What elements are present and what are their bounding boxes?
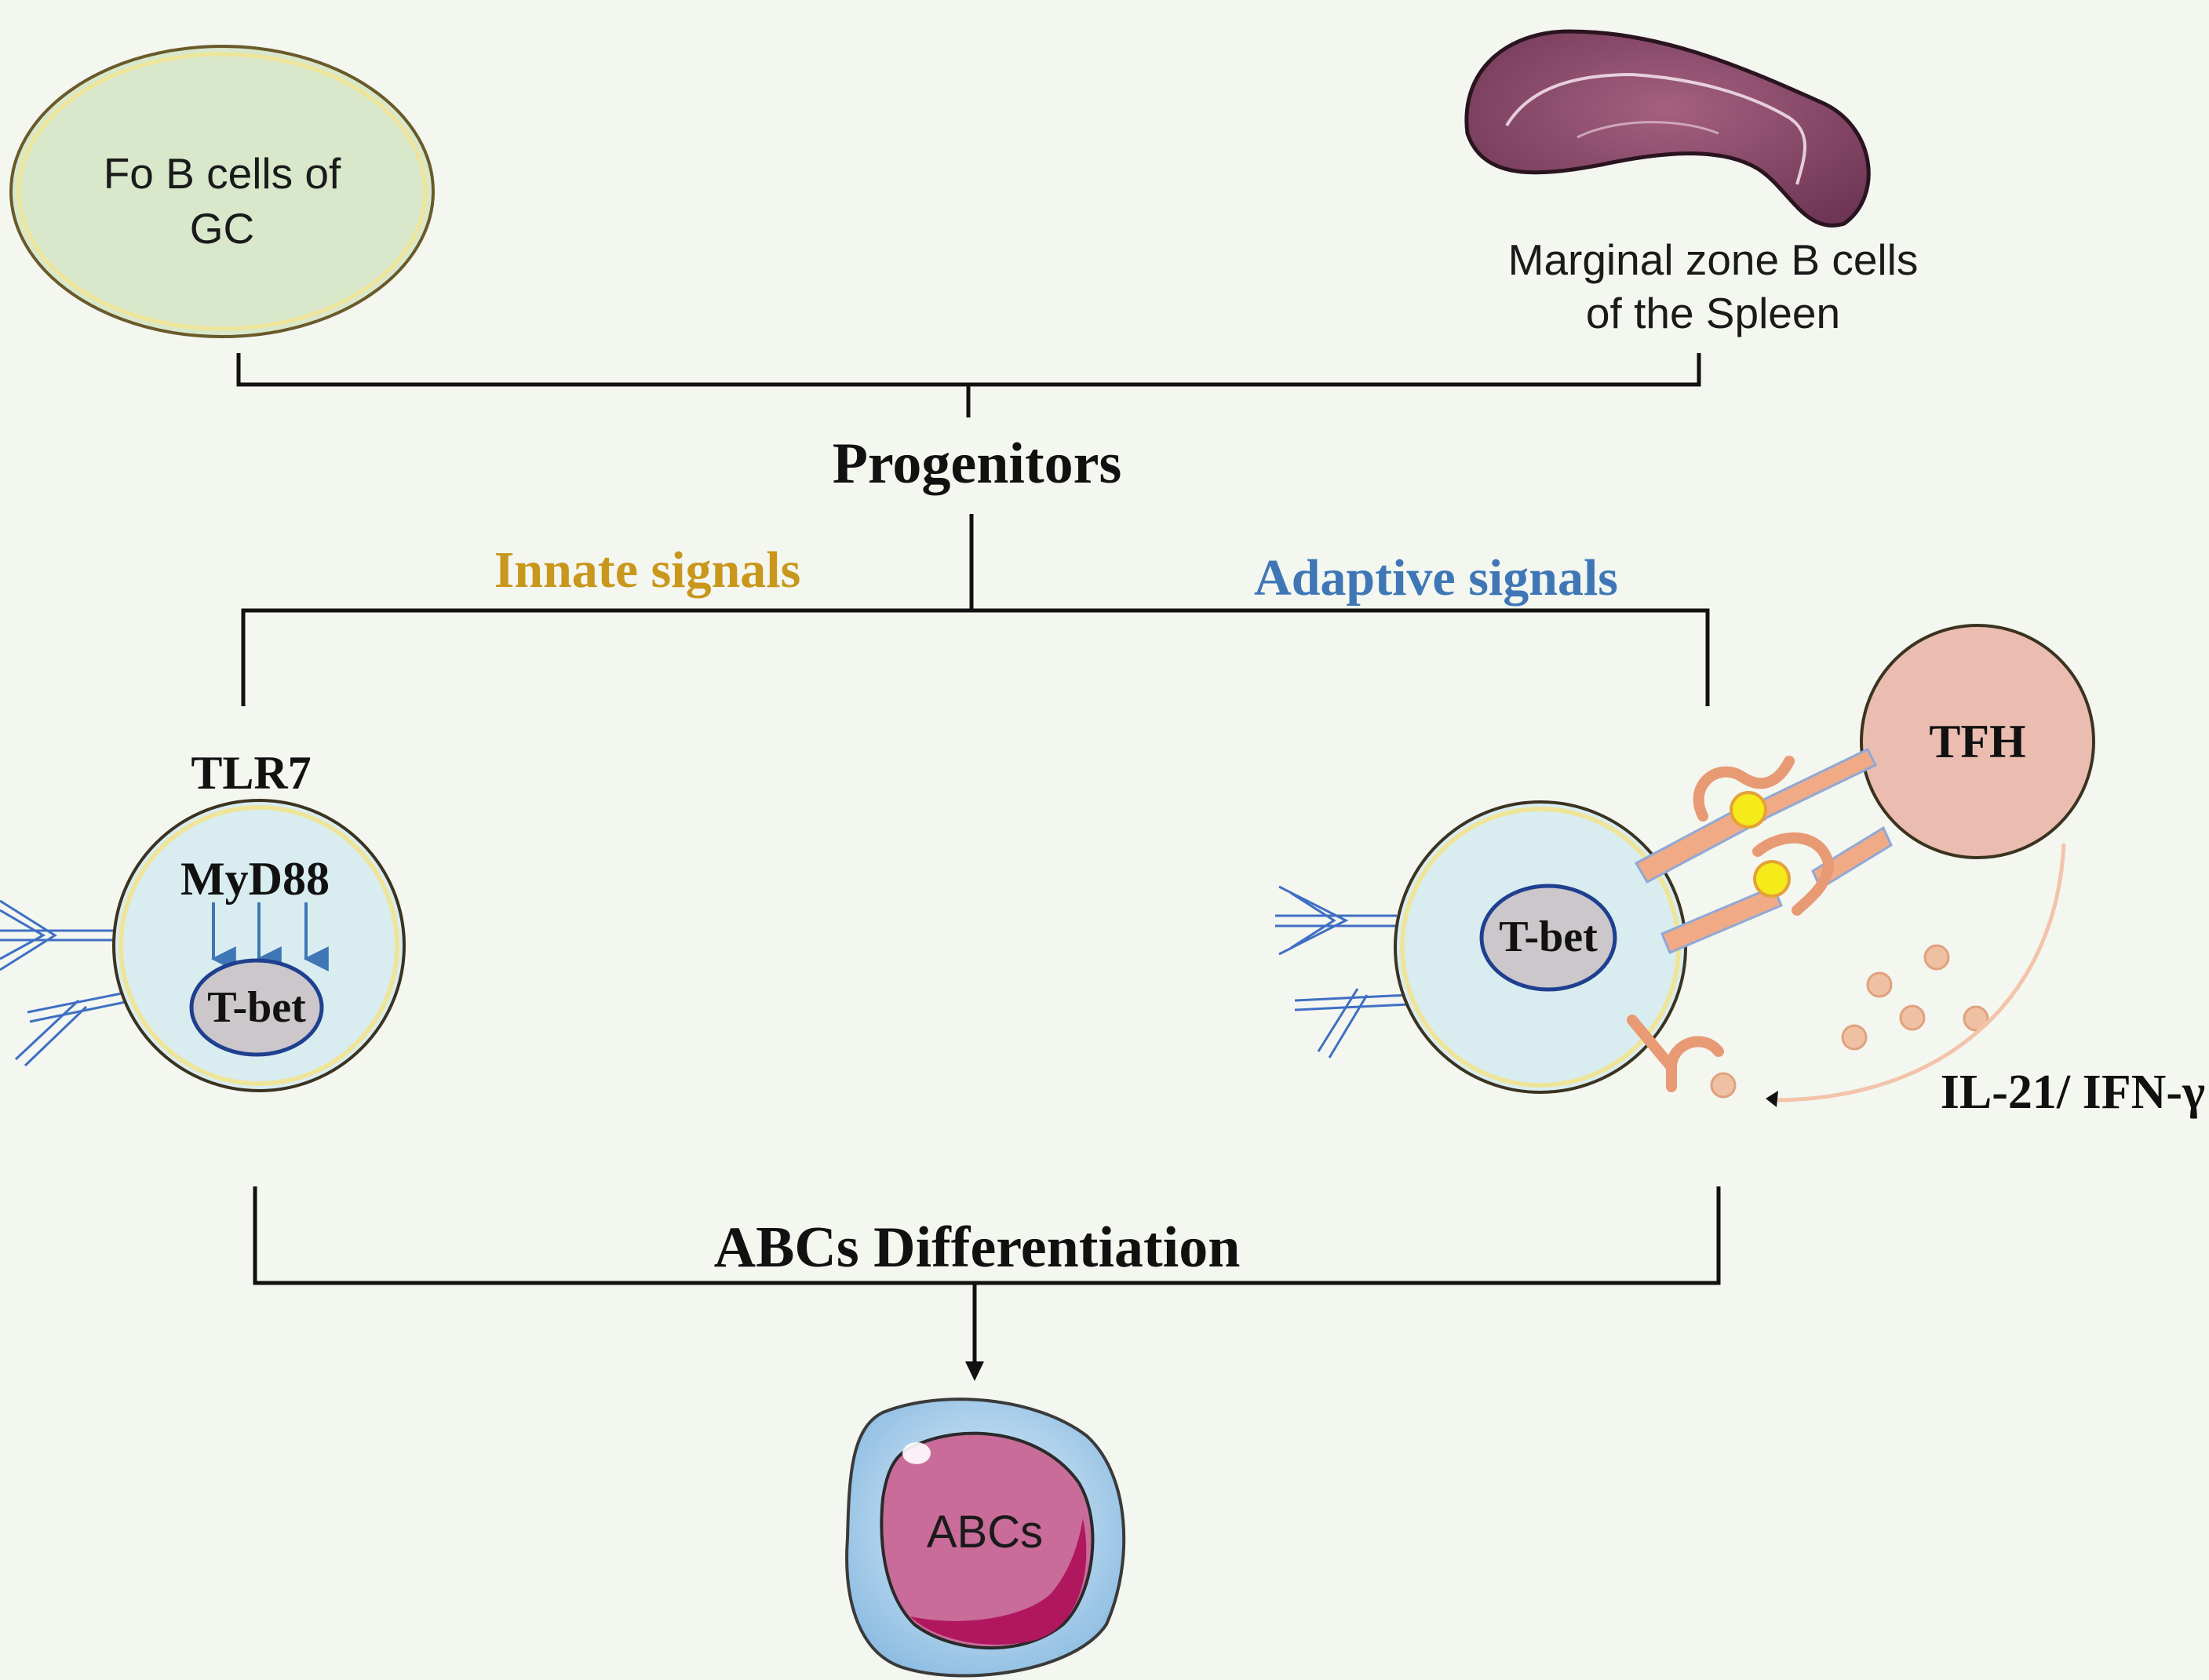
progenitor-bracket: [236, 353, 1701, 417]
tlr7-label: TLR7: [191, 747, 311, 799]
antibody-receptor-left: [0, 899, 126, 1067]
fo-b-cell-label-line1: Fo B cells of: [104, 149, 341, 198]
receptor-ligand-pairs: [1627, 748, 1893, 1092]
differentiation-bracket: [253, 1186, 1721, 1364]
ligand-dot-lower: [1753, 860, 1791, 898]
fo-b-cell: Fo B cells of GC: [9, 45, 435, 338]
ligand-dot-upper: [1730, 791, 1767, 829]
signal-bracket: [241, 514, 1710, 706]
abc-cell: ABCs: [845, 1398, 1126, 1678]
differentiation-arrowhead-icon: [965, 1361, 984, 1381]
nucleus-right: [1479, 884, 1617, 992]
cytokine-arrow: [1777, 843, 2066, 1102]
tbet-left-label: T-bet: [207, 983, 306, 1032]
antibody-receptor-right: [1275, 885, 1409, 1059]
tfh-label: TFH: [1929, 716, 2025, 767]
tbet-right-label: T-bet: [1499, 913, 1598, 961]
cytokine-dots: [1710, 944, 1989, 1099]
marginal-zone-label-line2: of the Spleen: [1586, 289, 1840, 337]
b-cell-adaptive: T-bet: [1394, 800, 1687, 1094]
myd88-arrows: [210, 902, 329, 971]
abcs-differentiation-label: ABCs Differentiation: [714, 1215, 1241, 1280]
b-cell-innate: MyD88 T-bet: [112, 799, 406, 1092]
adaptive-signals-label: Adaptive signals: [1254, 549, 1618, 607]
il21-ifng-label: IL-21/ IFN-γ: [1941, 1066, 2205, 1119]
abcs-label: ABCs: [927, 1507, 1043, 1558]
myd88-label: MyD88: [180, 853, 330, 905]
nucleus-left: [189, 958, 324, 1057]
progenitors-label: Progenitors: [833, 432, 1122, 496]
innate-signals-label: Innate signals: [494, 541, 801, 599]
tfh-cell: TFH: [1860, 624, 2095, 859]
marginal-zone-label-line1: Marginal zone B cells: [1508, 235, 1919, 284]
spleen-icon: [1464, 29, 1871, 228]
fo-b-cell-label-line2: GC: [190, 204, 255, 253]
cytokine-arrowhead-icon: [1766, 1091, 1778, 1107]
